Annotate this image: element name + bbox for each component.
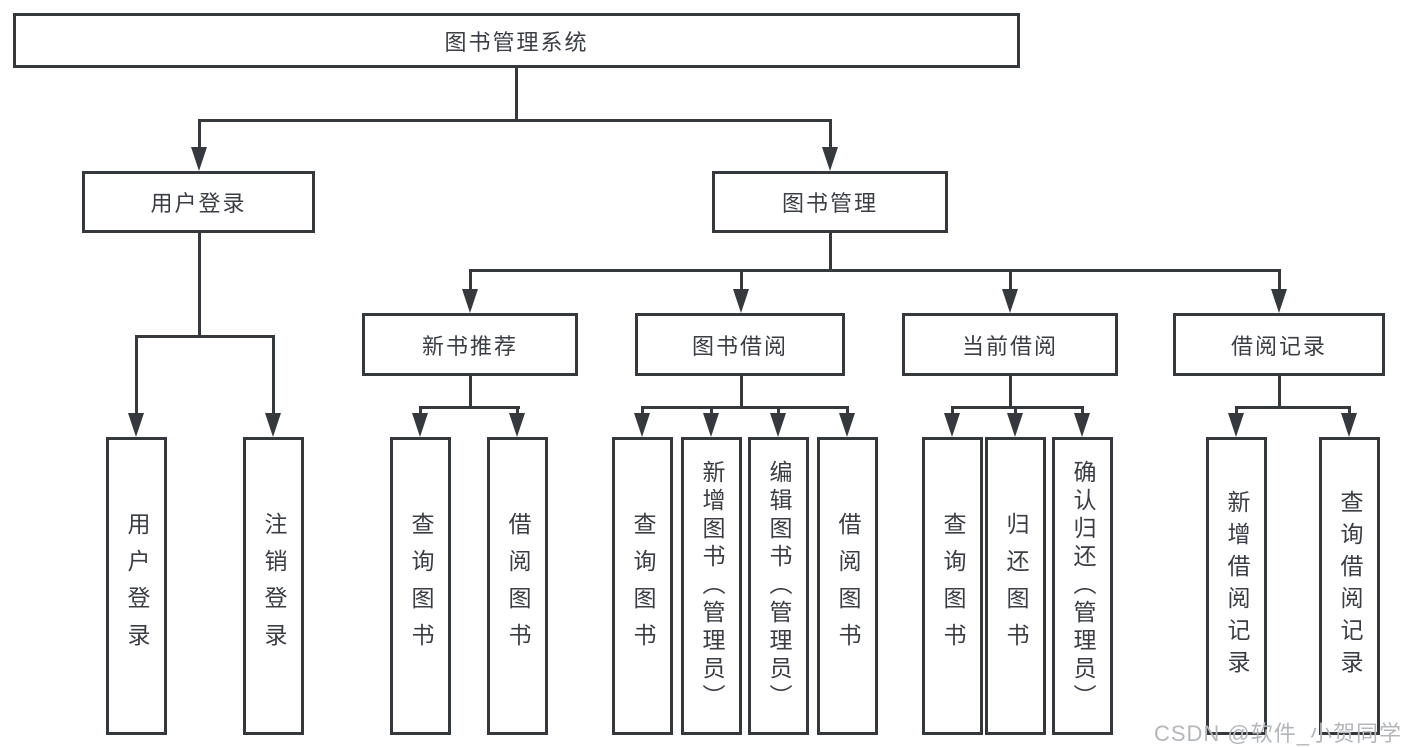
connector-current-borrow-drop (1009, 376, 1012, 408)
arrow-new-book-rec (462, 289, 478, 313)
arrow-user-login (191, 147, 207, 171)
node-user-login: 用户登录 (82, 171, 315, 233)
connector-drop-leaf (1348, 406, 1351, 415)
arrow-leaf-confirm-return (1074, 413, 1090, 437)
arrow-current-borrow (1002, 289, 1018, 313)
connector-borrow-records-drop (1278, 376, 1281, 408)
connector-drop-leaf (777, 406, 780, 415)
node-label: 新增借阅记录 (1224, 490, 1250, 682)
connector-drop-book-mgmt (829, 119, 832, 149)
arrow-book-borrow (733, 289, 749, 313)
node-label: 新增图书（管理员） (699, 460, 725, 712)
connector-drop-new-book-rec (469, 269, 472, 291)
node-library-management-system: 图书管理系统 (13, 13, 1020, 68)
connector-drop-leaf (710, 406, 713, 415)
connector-rail-user-login (135, 335, 275, 338)
arrow-leaf-edit-book (770, 413, 786, 437)
leaf-return-book: 归还图书 (985, 437, 1046, 735)
node-label: 借阅图书 (835, 512, 861, 660)
node-label: 查询图书 (940, 512, 966, 660)
node-label: 新书推荐 (421, 333, 518, 359)
arrow-leaf-borrow-book-1 (509, 413, 525, 437)
leaf-user-login: 用户登录 (106, 437, 167, 735)
connector-user-login-drop (198, 233, 201, 336)
node-label: 用户登录 (150, 191, 247, 216)
node-label: 查询图书 (408, 512, 434, 660)
arrow-leaf-borrow-book-2 (839, 413, 855, 437)
node-label: 用户登录 (124, 512, 150, 660)
connector-drop-leaf-login (135, 335, 138, 415)
connector-drop-current-borrow (1009, 269, 1012, 291)
node-label: 查询图书 (630, 512, 656, 660)
watermark: CSDN @软件_小贺同学 (1153, 721, 1402, 746)
node-new-book-recommend: 新书推荐 (362, 313, 578, 376)
connector-rail-borrow-records (1235, 406, 1351, 409)
connector-drop-leaf (1014, 406, 1017, 415)
connector-drop-leaf (1081, 406, 1084, 415)
node-borrowing-records: 借阅记录 (1173, 313, 1385, 376)
leaf-logout: 注销登录 (243, 437, 304, 735)
arrow-leaf-login (128, 413, 144, 437)
arrow-leaf-query-record (1341, 413, 1357, 437)
connector-drop-leaf (846, 406, 849, 415)
leaf-query-book-borrow: 查询图书 (612, 437, 673, 735)
connector-root-drop (515, 68, 518, 120)
arrow-leaf-add-book (703, 413, 719, 437)
leaf-confirm-return-admin: 确认归还（管理员） (1052, 437, 1113, 735)
connector-drop-leaf (951, 406, 954, 415)
node-label: 图书借阅 (691, 333, 788, 359)
node-book-management: 图书管理 (712, 171, 948, 233)
connector-rail-new-rec (419, 406, 520, 409)
arrow-borrow-records (1271, 289, 1287, 313)
arrow-leaf-add-record (1228, 413, 1244, 437)
arrow-leaf-logout (265, 413, 281, 437)
arrow-leaf-query-book-3 (944, 413, 960, 437)
node-label: 查询借阅记录 (1337, 490, 1363, 682)
node-label: 图书管理 (781, 191, 878, 216)
leaf-query-book-newrec: 查询图书 (390, 437, 451, 735)
connector-drop-book-borrow (740, 269, 743, 291)
node-label: 借阅图书 (505, 512, 531, 660)
node-book-borrowing: 图书借阅 (635, 313, 845, 376)
connector-drop-user-login (198, 119, 201, 149)
node-label: 归还图书 (1003, 512, 1029, 660)
node-label: 借阅记录 (1230, 333, 1327, 359)
node-label: 注销登录 (261, 512, 287, 660)
connector-book-borrow-drop (740, 376, 743, 408)
node-current-borrowing: 当前借阅 (902, 313, 1118, 376)
arrow-book-mgmt (822, 147, 838, 171)
connector-drop-leaf (516, 406, 519, 415)
leaf-add-book-admin: 新增图书（管理员） (681, 437, 742, 735)
connector-drop-leaf (419, 406, 422, 415)
node-label: 图书管理系统 (444, 29, 589, 55)
leaf-edit-book-admin: 编辑图书（管理员） (748, 437, 809, 735)
node-label: 当前借阅 (961, 333, 1058, 359)
arrow-leaf-query-book-2 (634, 413, 650, 437)
connector-drop-leaf-logout (272, 335, 275, 415)
arrow-leaf-query-book-1 (412, 413, 428, 437)
leaf-query-borrow-record: 查询借阅记录 (1319, 437, 1380, 735)
connector-drop-borrow-records (1278, 269, 1281, 291)
arrow-leaf-return-book (1007, 413, 1023, 437)
connector-rail-level1 (198, 119, 832, 122)
connector-new-rec-drop (469, 376, 472, 408)
connector-book-mgmt-drop (829, 233, 832, 271)
connector-rail-current-borrow (951, 406, 1084, 409)
node-label: 编辑图书（管理员） (766, 460, 792, 712)
connector-rail-book-borrow (641, 406, 849, 409)
connector-drop-leaf (1235, 406, 1238, 415)
connector-rail-level2 (469, 269, 1281, 272)
leaf-query-book-current: 查询图书 (922, 437, 983, 735)
leaf-borrow-book-newrec: 借阅图书 (487, 437, 548, 735)
leaf-add-borrow-record: 新增借阅记录 (1206, 437, 1267, 735)
connector-drop-leaf (641, 406, 644, 415)
leaf-borrow-book-borrow: 借阅图书 (817, 437, 878, 735)
node-label: 确认归还（管理员） (1070, 460, 1096, 712)
